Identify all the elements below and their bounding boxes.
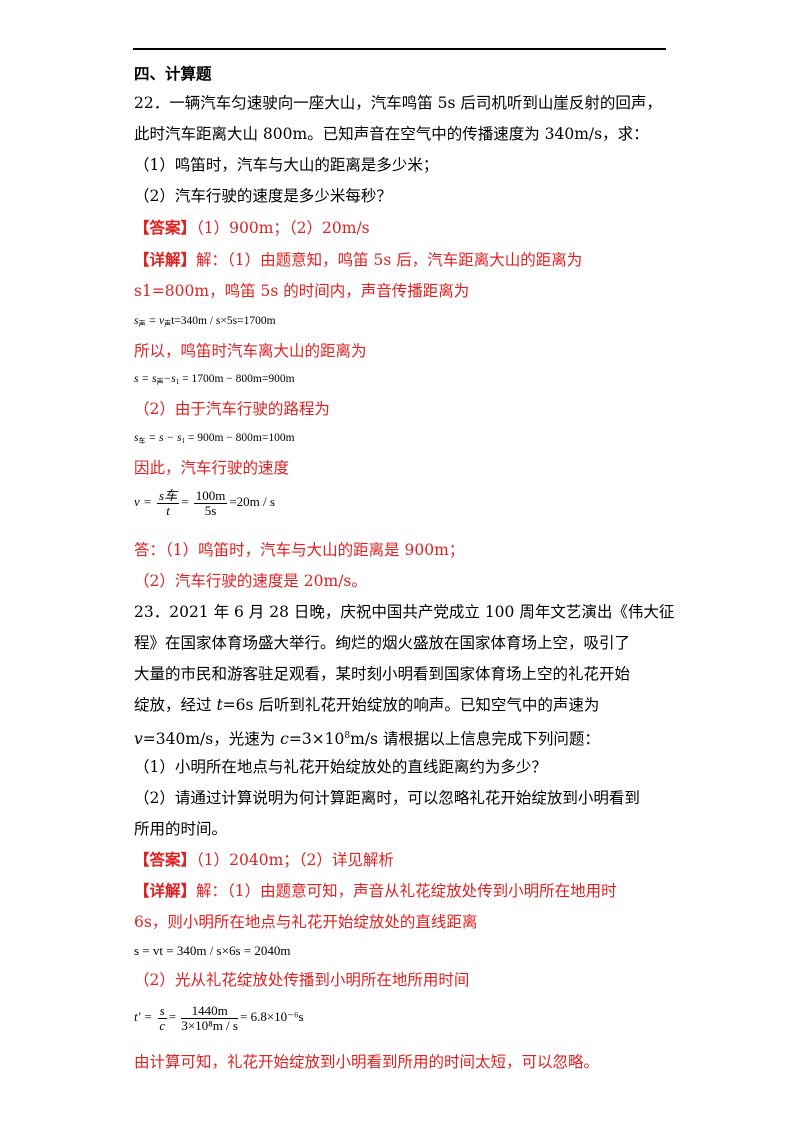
q23-text-2: （2）光从礼花绽放处传播到小明所在地所用时间: [134, 971, 470, 989]
detail-tag: 【详解】: [134, 250, 197, 269]
q23-detail-2: 6s，则小明所在地点与礼花开始绽放处的直线距离: [134, 913, 478, 931]
q22-equation-3: s车 = s − s1 = 900m − 800m=100m: [134, 432, 295, 445]
q22-line1: 22．一辆汽车匀速驶向一座大山，汽车鸣笛 5s 后司机听到山崖反射的回声，: [134, 94, 662, 112]
q23-part1: （1）小明所在地点与礼花开始绽放处的直线距离约为多少？: [134, 758, 547, 776]
q22-ans-line2: （2）汽车行驶的速度是 20m/s。: [134, 572, 367, 590]
q22-text-so: 所以，鸣笛时汽车离大山的距离为: [134, 342, 367, 360]
detail-text: 解：（1）由题意可知，声音从礼花绽放处传到小明所在地用时: [196, 882, 617, 900]
q23-answer: 【答案】（1）2040m；（2）详见解析: [134, 850, 394, 870]
q22-part2: （2）汽车行驶的速度是多少米每秒？: [134, 187, 392, 205]
detail-text: 解：（1）由题意知，鸣笛 5s 后，汽车距离大山的距离为: [196, 251, 583, 269]
q23-detail-1: 【详解】解：（1）由题意可知，声音从礼花绽放处传到小明所在地用时: [134, 881, 617, 901]
q22-detail-1: 【详解】解：（1）由题意知，鸣笛 5s 后，汽车距离大山的距离为: [134, 250, 582, 270]
q22-detail-2: s1=800m，鸣笛 5s 的时间内，声音传播距离为: [134, 282, 470, 300]
q22-ans-line1: 答：（1）鸣笛时，汽车与大山的距离是 900m；: [134, 541, 465, 559]
q23-part2a: （2）请通过计算说明为何计算距离时，可以忽略礼花开始绽放到小明看到: [134, 789, 640, 807]
answer-text: （1）2040m；（2）详见解析: [196, 851, 394, 869]
header-rule: [133, 48, 666, 50]
q23-line1: 23．2021 年 6 月 28 日晚，庆祝中国共产党成立 100 周年文艺演出…: [134, 603, 675, 621]
q23-equation-1: s = vt = 340m / s×6s = 2040m: [134, 943, 291, 958]
q23-line4: 绽放，经过 t=6s 后听到礼花开始绽放的响声。已知空气中的声速为: [134, 696, 600, 714]
q22-text-2: （2）由于汽车行驶的路程为: [134, 400, 330, 418]
q22-equation-2: s = s声−s1 = 1700m − 800m=900m: [134, 373, 295, 386]
q23-line5: v=340m/s，光速为 c=3×108m/s 请根据以上信息完成下列问题：: [134, 730, 600, 749]
q23-line2: 程》在国家体育场盛大举行。绚烂的烟火盛放在国家体育场上空，吸引了: [134, 634, 631, 652]
q22-equation-1: s声 = v声t=340m / s×5s=1700m: [134, 315, 276, 328]
q23-part2b: 所用的时间。: [134, 820, 228, 838]
detail-tag: 【详解】: [134, 881, 197, 900]
answer-tag: 【答案】: [134, 218, 197, 237]
answer-tag: 【答案】: [134, 850, 197, 869]
q22-line2: 此时汽车距离大山 800m。已知声音在空气中的传播速度为 340m/s，求：: [134, 125, 649, 143]
q22-part1: （1）鸣笛时，汽车与大山的距离是多少米；: [134, 156, 439, 174]
answer-text: （1）900m；（2）20m/s: [196, 219, 370, 237]
q22-answer: 【答案】（1）900m；（2）20m/s: [134, 218, 370, 238]
q23-line3: 大量的市民和游客驻足观看，某时刻小明看到国家体育场上空的礼花开始: [134, 665, 631, 683]
q22-text-3: 因此，汽车行驶的速度: [134, 459, 290, 477]
q23-conclusion: 由计算可知，礼花开始绽放到小明看到所用的时间太短，可以忽略。: [134, 1053, 600, 1071]
section-title: 四、计算题: [134, 64, 212, 83]
